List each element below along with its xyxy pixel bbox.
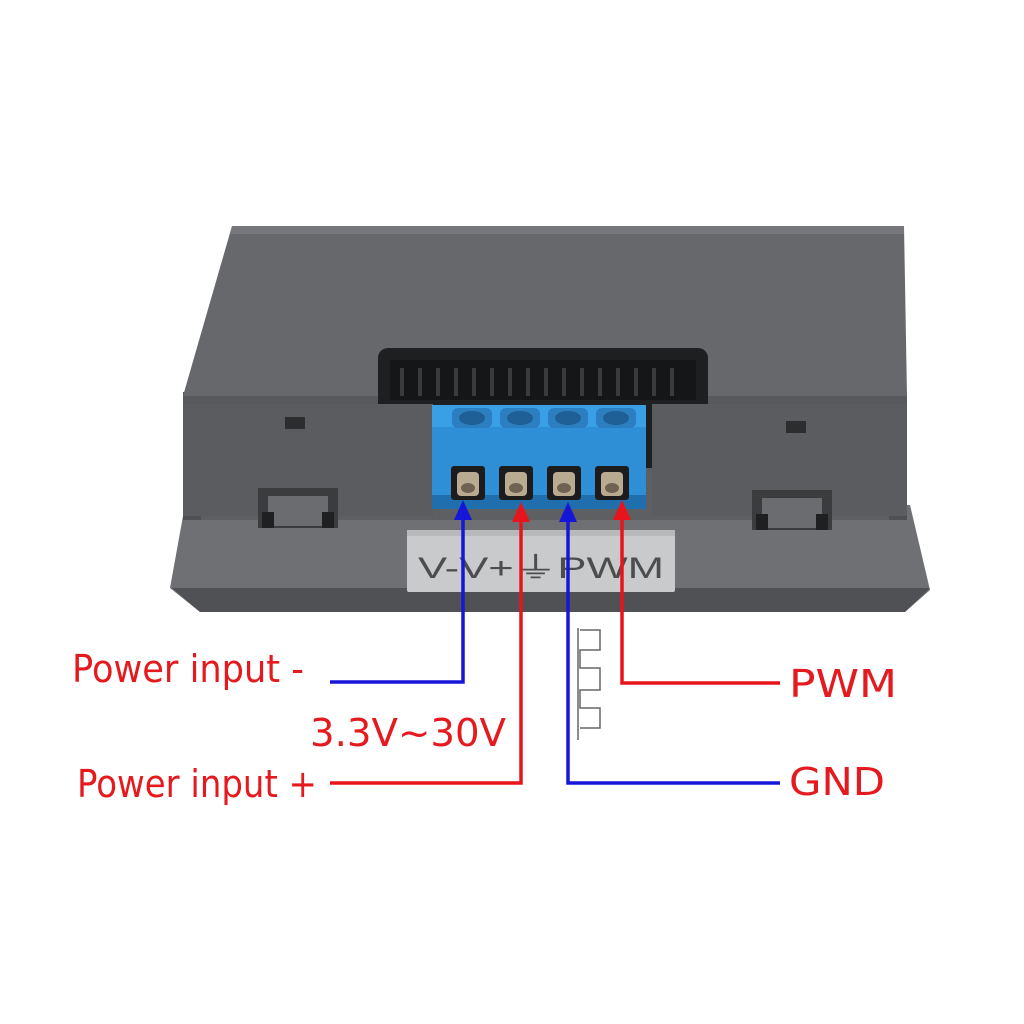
wire-power-minus bbox=[330, 500, 472, 684]
arrow-gnd bbox=[559, 502, 577, 522]
terminal-label-text: V-V+⏚PWM bbox=[418, 552, 664, 585]
label-gnd: GND bbox=[789, 760, 885, 804]
arrow-power-minus bbox=[454, 500, 472, 520]
vent-slot-left bbox=[285, 417, 305, 429]
module-lid bbox=[183, 226, 907, 396]
terminal-openings bbox=[451, 466, 629, 500]
arrow-power-plus bbox=[512, 502, 530, 522]
snap-clip-left bbox=[258, 488, 338, 528]
label-pwm: PWM bbox=[789, 662, 897, 706]
terminal-screws bbox=[452, 408, 636, 428]
label-voltage-range: 3.3V~30V bbox=[310, 711, 506, 755]
label-power-input-minus: Power input - bbox=[72, 647, 304, 691]
wire-gnd bbox=[559, 502, 780, 785]
vent-slot-right bbox=[786, 421, 806, 433]
terminal-block bbox=[432, 405, 646, 509]
pcb-pins bbox=[400, 368, 674, 396]
wire-pwm bbox=[613, 500, 780, 685]
pwm-waveform-symbol bbox=[577, 628, 601, 740]
terminal-label-plate bbox=[407, 530, 675, 592]
wire-power-plus bbox=[330, 502, 530, 785]
label-power-input-plus: Power input + bbox=[77, 762, 317, 806]
arrow-pwm bbox=[613, 500, 631, 520]
snap-clip-right bbox=[752, 490, 832, 530]
